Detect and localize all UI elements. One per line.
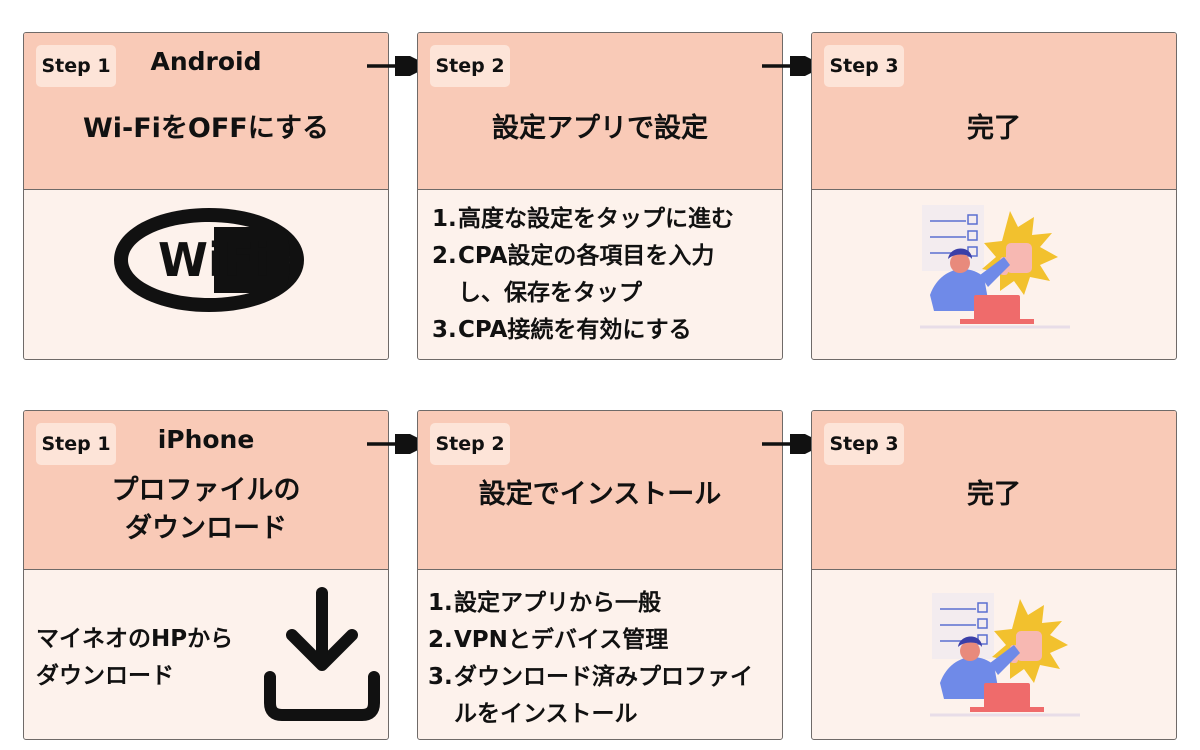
iphone-step1-card: Step 1 iPhone プロファイルの ダウンロード マイネオのHPから ダ… <box>23 410 389 740</box>
platform-title: iPhone <box>157 425 255 454</box>
step-title: 設定アプリで設定 <box>492 113 708 144</box>
iphone-step3-card: Step 3 完了 <box>811 410 1177 740</box>
android-step2-card: Step 2 設定アプリで設定 1.高度な設定をタップに進む 2.CPA設定の各… <box>417 32 783 360</box>
step-badge: Step 3 <box>824 423 904 465</box>
instruction-list: 1.設定アプリから一般 2.VPNとデバイス管理 3.ダウンロード済みプロファイ… <box>428 585 774 733</box>
android-step3-header: Step 3 完了 <box>812 33 1176 190</box>
android-step1-header: Step 1 Android Wi-FiをOFFにする <box>24 33 388 190</box>
step-title: 設定でインストール <box>478 479 722 510</box>
arrow-right-icon <box>367 56 430 76</box>
thumbs-up-checklist-icon <box>930 593 1080 717</box>
instruction-list: 1.高度な設定をタップに進む 2.CPA設定の各項目を入力し、保存をタップ 3.… <box>432 201 772 349</box>
arrow-right-icon <box>367 434 430 454</box>
download-icon <box>264 587 380 721</box>
download-note-line-1: マイネオのHPから <box>36 626 234 652</box>
download-note-line-2: ダウンロード <box>36 663 174 689</box>
android-step1-card: Step 1 Android Wi-FiをOFFにする WiFi <box>23 32 389 360</box>
step-badge: Step 1 <box>36 423 116 465</box>
android-step3-card: Step 3 完了 <box>811 32 1177 360</box>
android-step1-body: WiFi <box>24 189 388 359</box>
list-item: 1.高度な設定をタップに進む <box>432 206 734 232</box>
android-step3-body <box>812 189 1176 359</box>
android-step2-header: Step 2 設定アプリで設定 <box>418 33 782 190</box>
list-item: 3.CPA接続を有効にする <box>432 317 692 343</box>
android-step2-body: 1.高度な設定をタップに進む 2.CPA設定の各項目を入力し、保存をタップ 3.… <box>418 189 782 359</box>
step-title-line-2: ダウンロード <box>125 513 287 544</box>
wifi-logo-text: WiFi <box>158 233 270 287</box>
step-badge: Step 1 <box>36 45 116 87</box>
step-badge: Step 2 <box>430 45 510 87</box>
step-title: 完了 <box>967 479 1021 510</box>
iphone-step3-body <box>812 569 1176 739</box>
list-item: 2.VPNとデバイス管理 <box>428 627 669 653</box>
iphone-step3-header: Step 3 完了 <box>812 411 1176 570</box>
thumbs-up-checklist-icon <box>920 205 1070 329</box>
platform-title: Android <box>150 47 262 76</box>
list-item: 2.CPA設定の各項目を入力し、保存をタップ <box>432 243 715 306</box>
iphone-step2-header: Step 2 設定でインストール <box>418 411 782 570</box>
step-badge: Step 3 <box>824 45 904 87</box>
iphone-step1-header: Step 1 iPhone プロファイルの ダウンロード <box>24 411 388 570</box>
iphone-step1-body: マイネオのHPから ダウンロード <box>24 569 388 739</box>
step-title: 完了 <box>967 113 1021 144</box>
list-item: 1.設定アプリから一般 <box>428 590 661 616</box>
wifi-logo-icon: WiFi <box>114 208 304 312</box>
step-title: Wi-FiをOFFにする <box>82 113 330 144</box>
arrow-right-icon <box>762 434 825 454</box>
arrow-right-icon <box>762 56 825 76</box>
step-title-line-1: プロファイルの <box>111 475 301 506</box>
iphone-step2-card: Step 2 設定でインストール 1.設定アプリから一般 2.VPNとデバイス管… <box>417 410 783 740</box>
iphone-step2-body: 1.設定アプリから一般 2.VPNとデバイス管理 3.ダウンロード済みプロファイ… <box>418 569 782 739</box>
list-item: 3.ダウンロード済みプロファイルをインストール <box>428 664 753 727</box>
step-badge: Step 2 <box>430 423 510 465</box>
